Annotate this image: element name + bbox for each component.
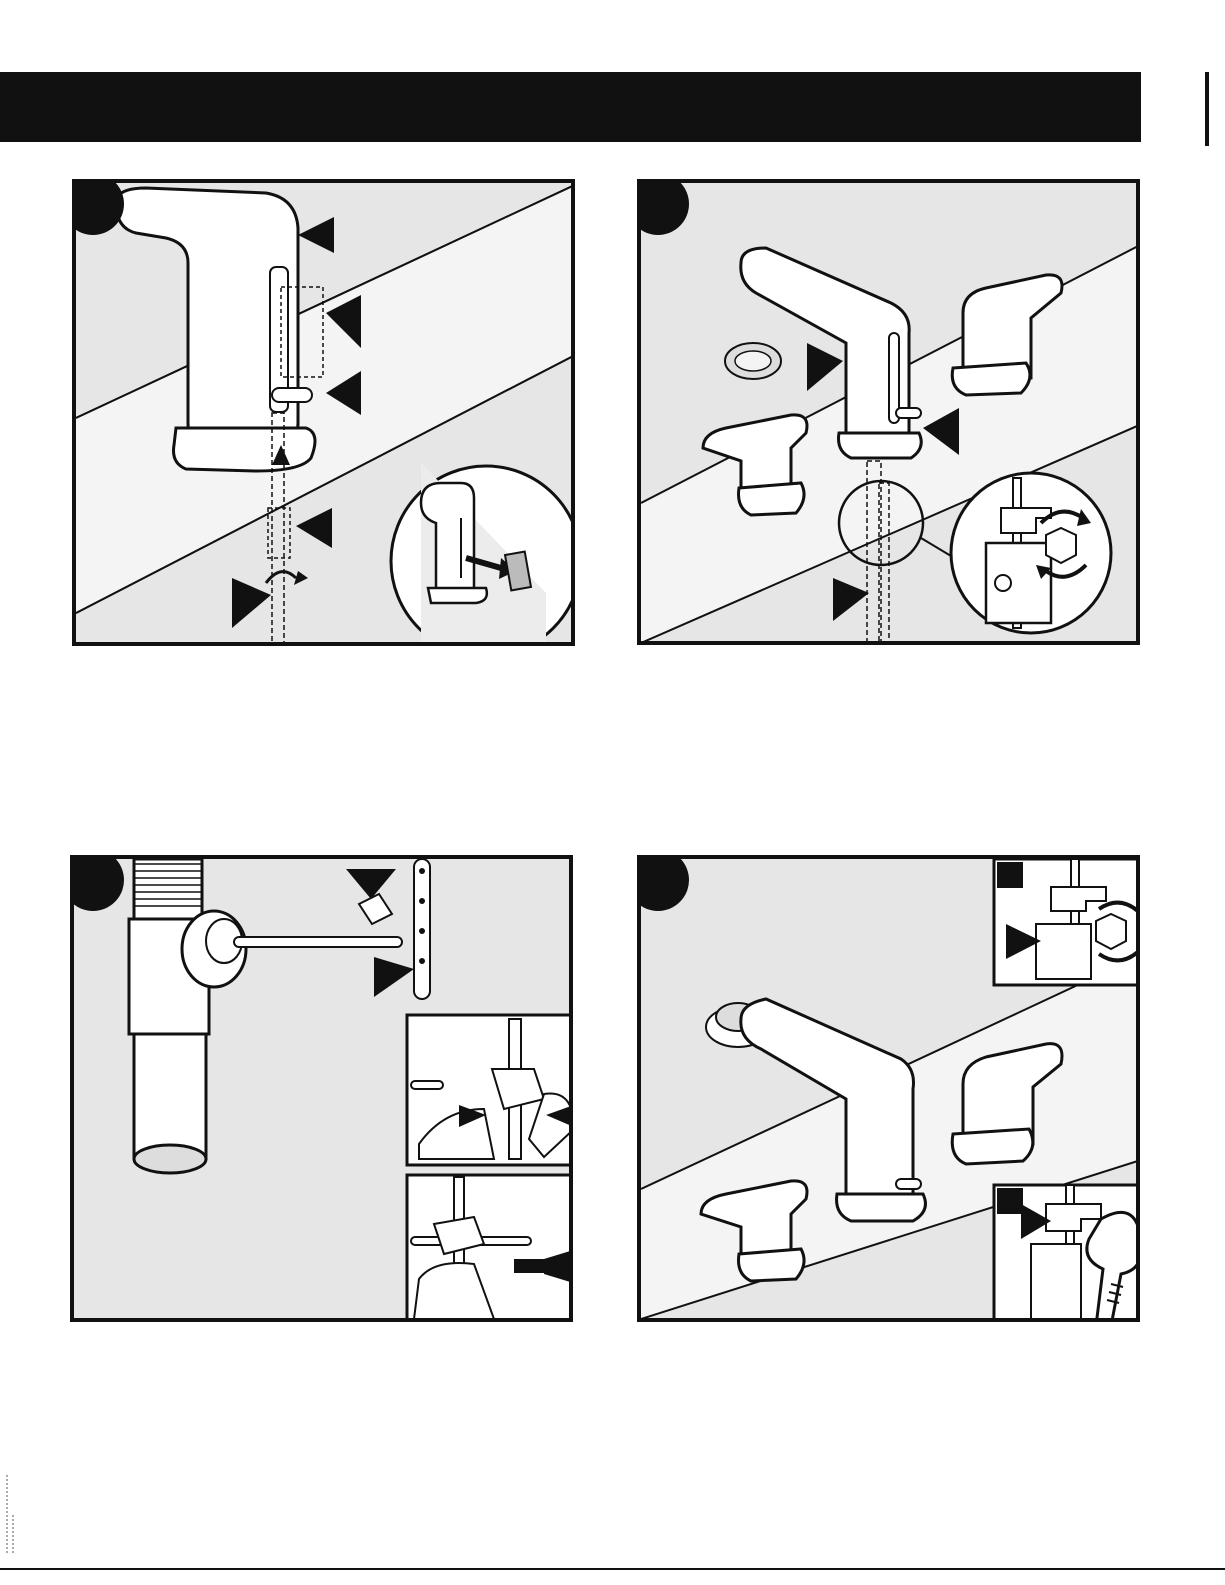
step-3-illustration [74,859,573,1322]
step-1-illustration [76,183,575,646]
step-2-panel [637,179,1140,645]
step-4-panel [637,855,1140,1322]
step-1-panel [72,179,575,646]
step-2-illustration [641,183,1140,645]
bottom-rule [0,1568,1225,1570]
step-4-illustration [641,859,1140,1322]
step-3-panel [70,855,573,1322]
page-edge-mark [1205,72,1209,146]
footer-document-code [4,1470,18,1560]
page-header-bar [0,72,1141,142]
